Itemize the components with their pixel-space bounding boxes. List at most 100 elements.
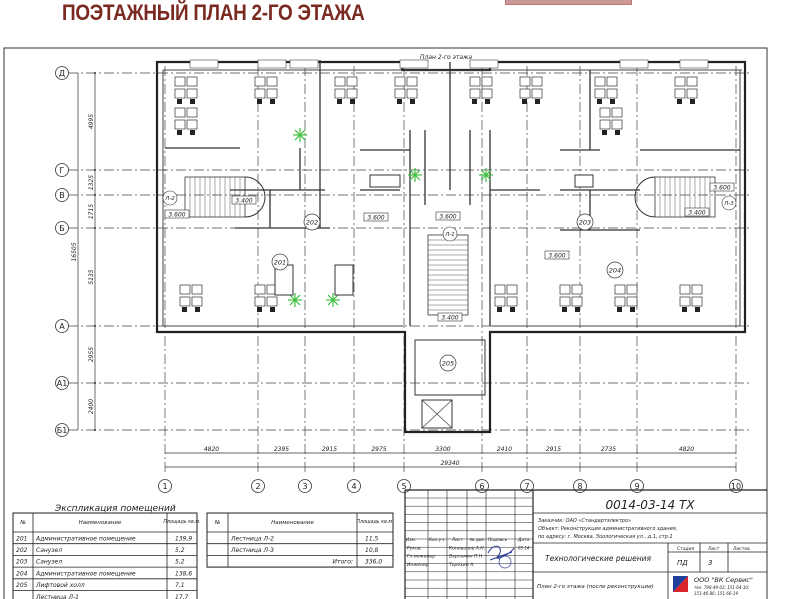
drawing-code: 0014-03-14 ТХ	[605, 498, 695, 512]
axis-label: 5	[401, 482, 406, 491]
level-value: 3.400	[235, 198, 252, 205]
axis-label: А1	[57, 379, 68, 388]
person-role: Гл.инженер	[407, 554, 435, 560]
plant-icon	[289, 299, 296, 306]
stair-bubble	[721, 195, 737, 211]
header-area: Площадь кв.м.	[356, 519, 393, 525]
row-name: Административное помещение	[35, 535, 136, 542]
room-number: 205	[442, 360, 454, 368]
chair	[182, 307, 187, 312]
room-bubble	[606, 261, 624, 279]
dimension-total: 29340	[440, 460, 459, 467]
signature-col-label: Дата	[517, 537, 529, 543]
row-area: 5,2	[175, 559, 185, 566]
header-num: №	[19, 520, 26, 526]
desk	[469, 88, 481, 99]
level-value: 3.600	[367, 215, 384, 222]
desk	[519, 76, 531, 87]
desk	[626, 284, 638, 295]
chair	[472, 99, 477, 104]
desk	[531, 88, 543, 99]
room-bubble	[576, 213, 594, 231]
stair-label: Л-2	[164, 196, 175, 202]
plant-icon	[414, 174, 421, 181]
plant-icon	[294, 134, 301, 141]
dimension: 5135	[88, 269, 95, 284]
desk	[679, 284, 691, 295]
desk	[174, 119, 186, 130]
plant-icon	[480, 174, 487, 181]
sofa	[574, 174, 594, 188]
walls	[155, 59, 747, 434]
desk	[531, 76, 543, 87]
row-name: Лифтовой холл	[35, 582, 85, 589]
total-label: Итого:	[333, 559, 354, 566]
axis-label: Д	[59, 69, 65, 78]
axis-bubble	[55, 221, 69, 235]
desk	[691, 296, 703, 307]
axis-label: В	[59, 191, 65, 200]
signature-col-label: Кол.уч.	[429, 537, 445, 543]
desk	[191, 296, 203, 307]
desk	[599, 119, 611, 130]
desk	[494, 284, 506, 295]
desk	[186, 88, 198, 99]
plant-icon	[480, 169, 487, 176]
level-value: 3.400	[441, 315, 458, 322]
axis-label: 7	[524, 482, 529, 491]
desk	[179, 284, 191, 295]
level-mark	[437, 312, 463, 322]
axis-label: Г	[60, 166, 65, 175]
row-name: Лестница Л-1	[35, 594, 79, 599]
axis-bubble	[630, 479, 644, 493]
desk	[614, 284, 626, 295]
desk	[179, 296, 191, 307]
chair	[535, 99, 540, 104]
plant-icon	[289, 294, 296, 301]
plan-caption: План 2-го этажа	[420, 54, 472, 61]
plant-icon	[332, 299, 339, 306]
chair	[677, 99, 682, 104]
window	[289, 59, 319, 69]
chair	[337, 99, 342, 104]
room-number: 202	[306, 219, 318, 227]
chair	[497, 307, 502, 312]
dimension: 1325	[88, 175, 95, 190]
dimension: 2410	[497, 446, 512, 453]
person-role: Руков.	[407, 546, 422, 552]
person-name: Варламин П.Н.	[449, 554, 484, 560]
desk	[674, 88, 686, 99]
axis-bubble	[573, 479, 587, 493]
row-name: Административное помещение	[35, 570, 136, 577]
stage: ПД	[677, 559, 688, 567]
desk	[334, 88, 346, 99]
row-name: Санузел	[36, 547, 62, 554]
chair	[270, 307, 275, 312]
dimension: 2915	[546, 446, 561, 453]
room-bubble	[271, 253, 289, 271]
desk	[686, 76, 698, 87]
room-number: 203	[579, 219, 591, 227]
chair	[597, 99, 602, 104]
desk	[186, 119, 198, 130]
plant-icon	[409, 174, 416, 181]
stamp	[498, 555, 512, 569]
room-bubble	[303, 213, 321, 231]
axis-bubble	[520, 479, 534, 493]
row-num: 201	[16, 535, 27, 542]
table-border	[12, 512, 198, 599]
axis-bubble	[729, 479, 743, 493]
desk	[266, 296, 278, 307]
desk	[254, 88, 266, 99]
desk	[571, 284, 583, 295]
plant-icon	[294, 129, 301, 136]
axis-bubble	[55, 163, 69, 177]
level-value: 3.400	[688, 210, 705, 217]
desk	[559, 296, 571, 307]
level-value: 3.600	[713, 185, 730, 192]
chair	[602, 130, 607, 135]
date: 03.14	[518, 546, 530, 551]
